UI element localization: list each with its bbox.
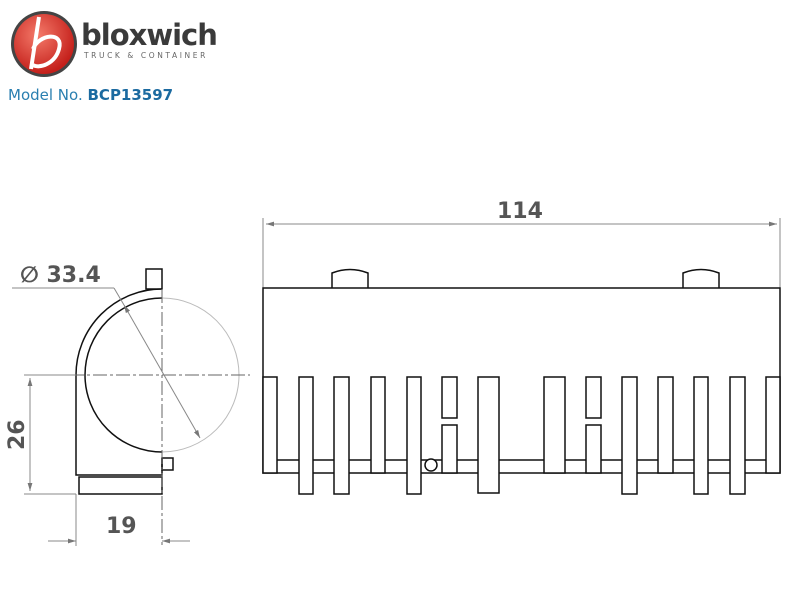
height-dimension: 26 (5, 419, 30, 450)
slot-fin (693, 376, 709, 495)
model-label: Model No. (8, 86, 83, 104)
width-dimension: 19 (106, 514, 137, 539)
slot-fin (406, 376, 422, 495)
brand-tagline: TRUCK & CONTAINER (84, 51, 208, 60)
slot-fin (765, 376, 781, 474)
slot-fin (441, 376, 458, 419)
slot-fin (477, 376, 500, 494)
slot-fin (333, 376, 350, 495)
model-value: BCP13597 (87, 86, 174, 104)
slot-fin (543, 376, 566, 474)
dimension-lines (12, 218, 781, 546)
slot-fin (441, 424, 458, 474)
slot-fin (262, 376, 278, 474)
brand-logo (11, 11, 77, 77)
slot-fin (585, 376, 602, 419)
length-dimension: 114 (497, 199, 543, 224)
slot-fin (298, 376, 314, 495)
brand-name: bloxwich (81, 18, 218, 52)
model-number: Model No. BCP13597 (8, 86, 173, 104)
slot-fin (657, 376, 674, 474)
diameter-dimension: ∅ 33.4 (20, 263, 101, 288)
locating-hole (424, 458, 438, 472)
slot-fin (729, 376, 746, 495)
slot-fin (621, 376, 638, 495)
slot-fin (370, 376, 386, 474)
slot-fin (585, 424, 602, 474)
front-view (262, 268, 781, 495)
side-view (75, 268, 174, 495)
